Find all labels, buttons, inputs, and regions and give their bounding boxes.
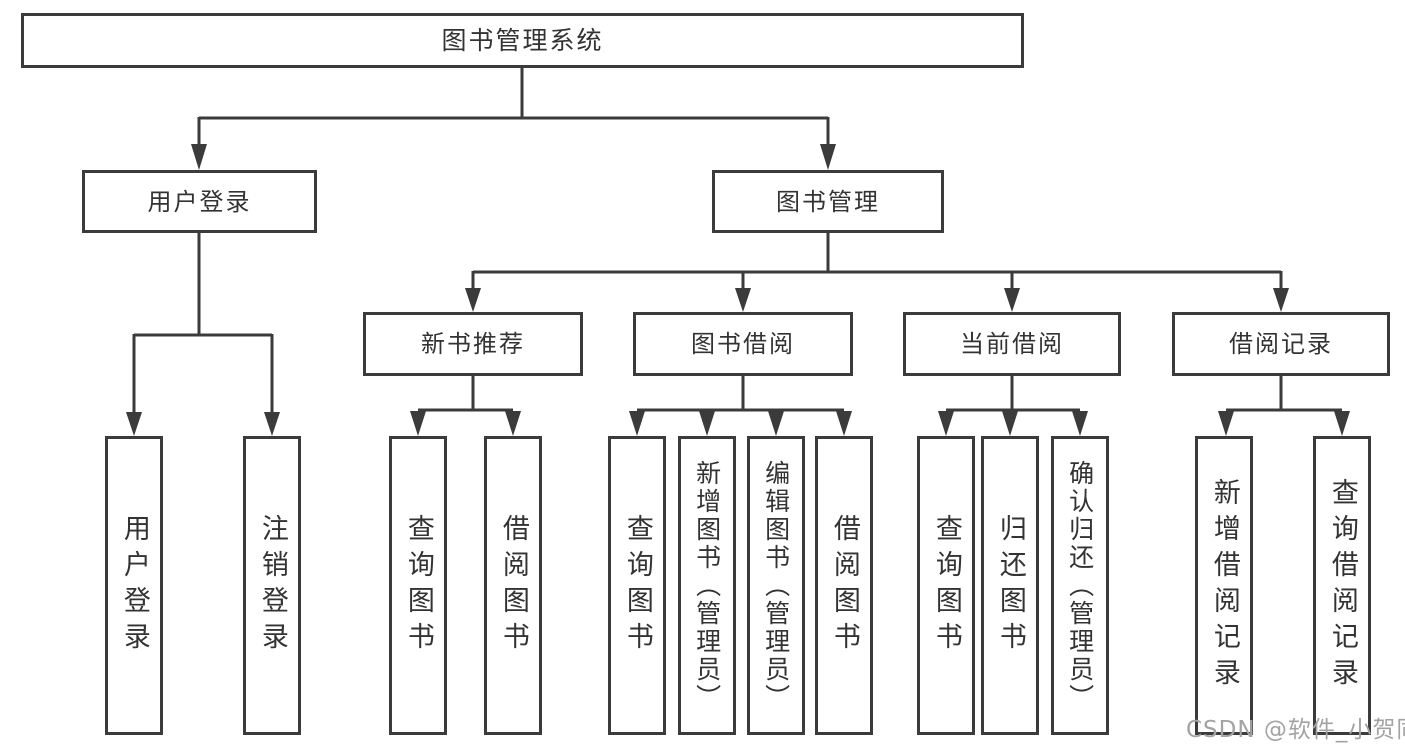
leaf-add-books-admin: 新增图书（管理员） [678,436,736,735]
node-borrowing-records: 借阅记录 [1172,312,1390,376]
node-new-book-recommendation: 新书推荐 [363,312,583,376]
leaf-recommend-borrow-books: 借阅图书 [484,436,542,735]
watermark: CSDN @软件_小贺同学 [1186,717,1405,743]
leaf-current-query-books: 查询图书 [917,436,975,735]
node-user-login: 用户登录 [82,170,317,233]
leaf-query-borrow-record: 查询借阅记录 [1313,436,1371,735]
leaf-edit-books-admin: 编辑图书（管理员） [747,436,805,735]
leaf-return-books: 归还图书 [981,436,1039,735]
node-current-borrowing: 当前借阅 [903,312,1121,376]
leaf-borrow-query-books: 查询图书 [608,436,666,735]
leaf-user-login: 用户登录 [105,436,163,735]
node-book-borrowing: 图书借阅 [633,312,853,376]
leaf-confirm-return-admin: 确认归还（管理员） [1051,436,1109,735]
leaf-borrow-books: 借阅图书 [815,436,873,735]
node-root: 图书管理系统 [21,13,1024,68]
node-book-management: 图书管理 [712,170,944,233]
leaf-recommend-query-books: 查询图书 [389,436,447,735]
leaf-add-borrow-record: 新增借阅记录 [1195,436,1253,735]
leaf-logout: 注销登录 [243,436,301,735]
